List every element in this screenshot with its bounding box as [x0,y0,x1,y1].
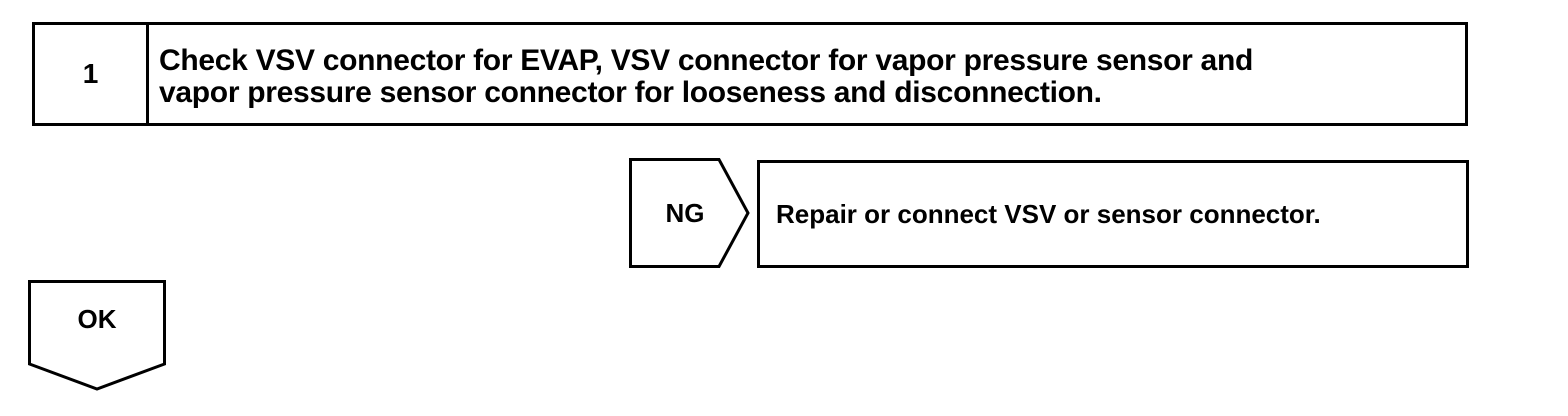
ng-label: NG [665,197,705,228]
step-instruction-line-2: vapor pressure sensor connector for loos… [159,76,1102,109]
down-arrow-shape-icon [28,280,166,391]
step-instruction: Check VSV connector for EVAP, VSV connec… [149,25,1465,123]
step-instruction-line-1: Check VSV connector for EVAP, VSV connec… [159,44,1253,77]
ng-result-arrow: NG [629,158,751,268]
right-arrow-shape-icon [629,158,750,268]
ok-label: OK [77,304,117,334]
ng-action-text: Repair or connect VSV or sensor connecto… [776,198,1321,229]
step-number: 1 [35,25,149,123]
inspection-step-box: 1 Check VSV connector for EVAP, VSV conn… [32,22,1468,126]
ng-action-box: Repair or connect VSV or sensor connecto… [757,160,1469,268]
ok-result-arrow: OK [28,280,170,392]
